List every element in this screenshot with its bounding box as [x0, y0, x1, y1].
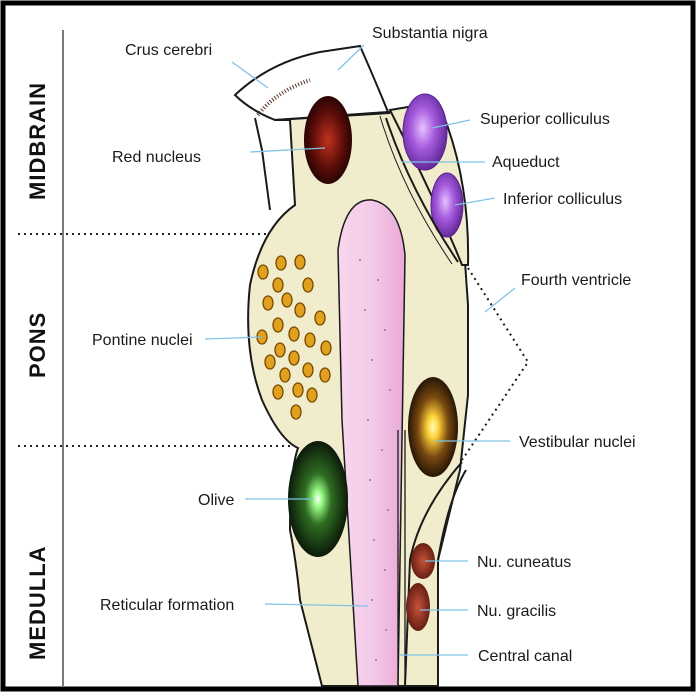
region-label-midbrain: MIDBRAIN — [25, 82, 50, 200]
label-inferior-colliculus: Inferior colliculus — [503, 191, 622, 208]
label-vestibular-nuclei: Vestibular nuclei — [519, 434, 636, 451]
nucleus-gracilis — [406, 583, 430, 631]
label-central-canal: Central canal — [478, 648, 572, 665]
label-nu-gracilis: Nu. gracilis — [477, 603, 556, 620]
region-label-medulla: MEDULLA — [25, 545, 50, 660]
vestibular-nuclei — [408, 377, 458, 477]
label-crus-cerebri: Crus cerebri — [125, 42, 212, 59]
label-substantia-nigra: Substantia nigra — [372, 25, 488, 42]
superior-colliculus — [403, 94, 447, 170]
label-fourth-ventricle: Fourth ventricle — [521, 272, 631, 289]
label-pontine-nuclei: Pontine nuclei — [92, 332, 193, 349]
region-label-pons: PONS — [25, 312, 50, 378]
label-reticular-formation: Reticular formation — [100, 597, 234, 614]
label-red-nucleus: Red nucleus — [112, 149, 201, 166]
label-olive: Olive — [198, 492, 235, 509]
red-nucleus — [304, 96, 352, 184]
label-nu-cuneatus: Nu. cuneatus — [477, 554, 571, 571]
label-aqueduct: Aqueduct — [492, 154, 560, 171]
label-superior-colliculus: Superior colliculus — [480, 111, 610, 128]
